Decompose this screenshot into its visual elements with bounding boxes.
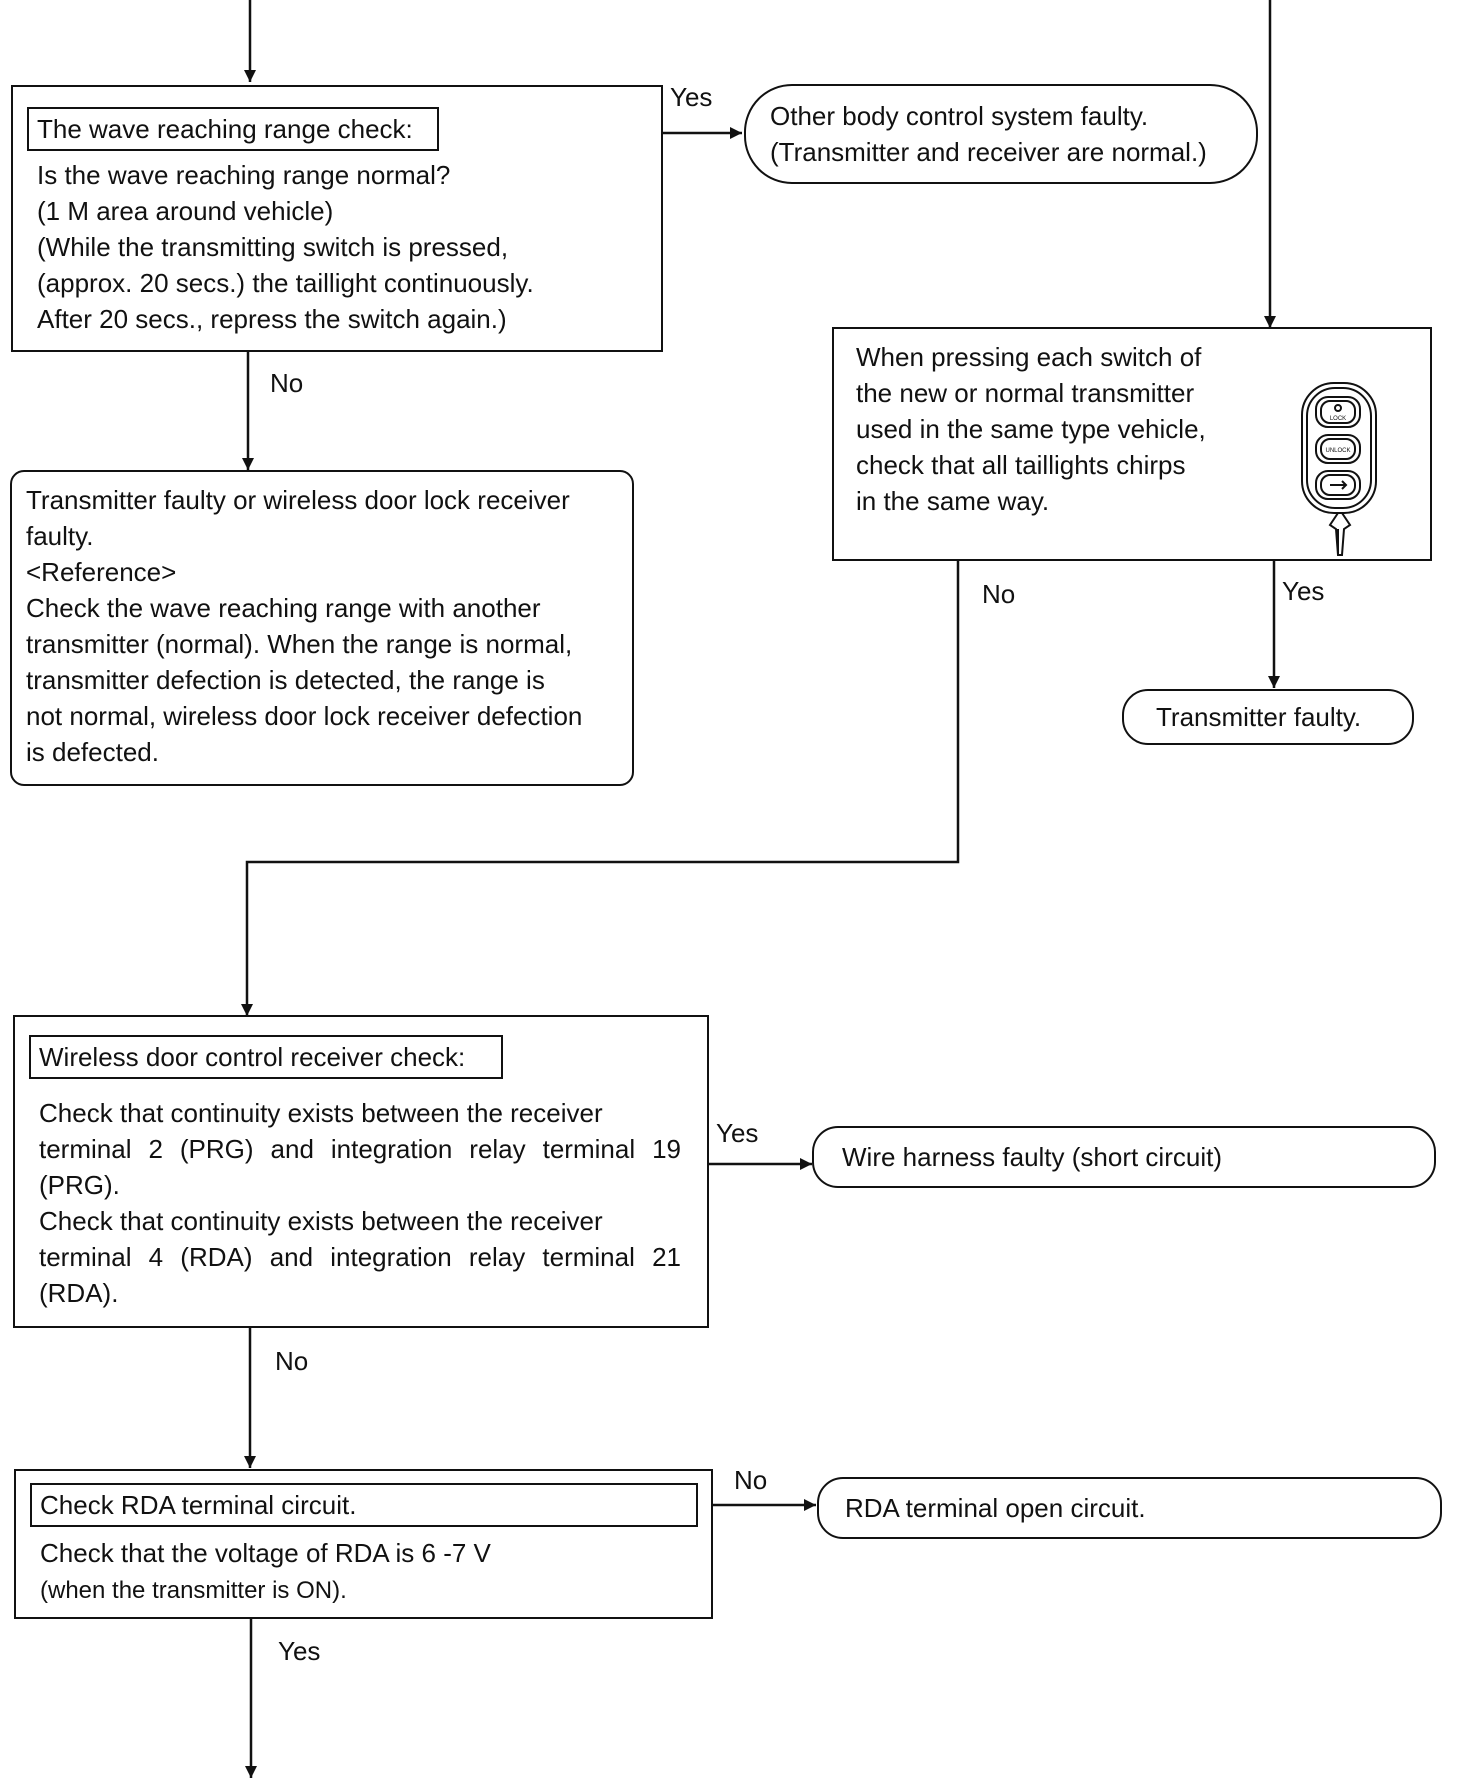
press-switch-line: in the same way.: [856, 486, 1050, 516]
rda-check-body: Check that the voltage of RDA is 6 -7 V …: [40, 1535, 491, 1611]
press-switch-line: used in the same type vehicle,: [856, 414, 1206, 444]
tx-faulty-text: Transmitter faulty.: [1156, 702, 1362, 732]
other-body-line: (Transmitter and receiver are normal.): [770, 137, 1207, 167]
receiver-check-body: Check that continuity exists between the…: [39, 1095, 681, 1311]
wave-check-line: (While the transmitting switch is presse…: [37, 232, 509, 262]
wave-check-line: (approx. 20 secs.) the taillight continu…: [37, 268, 534, 298]
receiver-check-line: (RDA).: [39, 1278, 119, 1308]
wave-check-box: The wave reaching range check: Is the wa…: [11, 85, 663, 352]
receiver-check-line: terminal 4 (RDA) and integration relay t…: [39, 1242, 681, 1272]
tx-or-rx-faulty-text: Transmitter faulty or wireless door lock…: [26, 482, 582, 770]
tx-or-rx-line: not normal, wireless door lock receiver …: [26, 701, 583, 731]
press-switch-line: the new or normal transmitter: [856, 378, 1195, 408]
receiver-check-line: Check that continuity exists between the…: [39, 1206, 603, 1236]
tx-or-rx-line: transmitter defection is detected, the r…: [26, 665, 545, 695]
press-switch-box: When pressing each switch of the new or …: [832, 327, 1432, 561]
tx-or-rx-faulty-box: Transmitter faulty or wireless door lock…: [10, 470, 634, 786]
press-yes-label: Yes: [1282, 576, 1325, 606]
receiver-check-line: (PRG).: [39, 1170, 120, 1200]
tx-or-rx-line: faulty.: [26, 521, 94, 551]
receiver-check-line: Check that continuity exists between the…: [39, 1098, 603, 1128]
wave-check-line: (1 M area around vehicle): [37, 196, 334, 226]
wave-check-heading: The wave reaching range check:: [27, 107, 439, 151]
press-switch-line: check that all taillights chirps: [856, 450, 1186, 480]
receiver-check-line: terminal 2 (PRG) and integration relay t…: [39, 1134, 681, 1164]
wave-yes-label: Yes: [670, 82, 713, 112]
fob-lock-label: LOCK: [1330, 416, 1346, 422]
rda-no-label: No: [734, 1465, 768, 1495]
arrow-press-no: [241, 560, 960, 1016]
key-fob-icon: LOCK UNLOCK: [1301, 382, 1377, 556]
other-body-faulty-text: Other body control system faulty. (Trans…: [770, 98, 1207, 170]
wire-harness-faulty-text: Wire harness faulty (short circuit): [842, 1142, 1222, 1172]
tx-or-rx-line: Transmitter faulty or wireless door lock…: [26, 485, 570, 515]
wire-harness-faulty-box: Wire harness faulty (short circuit): [812, 1126, 1436, 1188]
fob-unlock-label: UNLOCK: [1325, 448, 1350, 454]
wave-no-label: No: [270, 368, 304, 398]
rda-check-heading: Check RDA terminal circuit.: [30, 1483, 698, 1527]
wave-check-line: Is the wave reaching range normal?: [37, 160, 451, 190]
tx-or-rx-line: Check the wave reaching range with anoth…: [26, 593, 541, 623]
press-switch-text: When pressing each switch of the new or …: [856, 339, 1206, 519]
tx-or-rx-line: is defected.: [26, 737, 159, 767]
press-no-label: No: [982, 579, 1016, 609]
tx-faulty-box: Transmitter faulty.: [1122, 689, 1414, 745]
receiver-check-box: Wireless door control receiver check: Ch…: [13, 1015, 709, 1328]
tx-or-rx-line: <Reference>: [26, 557, 177, 587]
rda-yes-label: Yes: [278, 1636, 321, 1666]
wave-check-line: After 20 secs., repress the switch again…: [37, 304, 507, 334]
tx-or-rx-line: transmitter (normal). When the range is …: [26, 629, 573, 659]
press-switch-line: When pressing each switch of: [856, 342, 1202, 372]
rda-check-line: (when the transmitter is ON).: [40, 1577, 347, 1604]
receiver-no-label: No: [275, 1346, 309, 1376]
rda-open-circuit-box: RDA terminal open circuit.: [817, 1477, 1442, 1539]
other-body-faulty-box: Other body control system faulty. (Trans…: [744, 84, 1258, 184]
rda-check-line: Check that the voltage of RDA is 6 -7 V: [40, 1538, 491, 1568]
rda-check-box: Check RDA terminal circuit. Check that t…: [14, 1469, 713, 1619]
rda-open-circuit-text: RDA terminal open circuit.: [845, 1493, 1146, 1523]
receiver-yes-label: Yes: [716, 1118, 759, 1148]
other-body-line: Other body control system faulty.: [770, 101, 1149, 131]
wave-check-body: Is the wave reaching range normal? (1 M …: [37, 157, 534, 337]
receiver-check-heading: Wireless door control receiver check:: [29, 1035, 503, 1079]
